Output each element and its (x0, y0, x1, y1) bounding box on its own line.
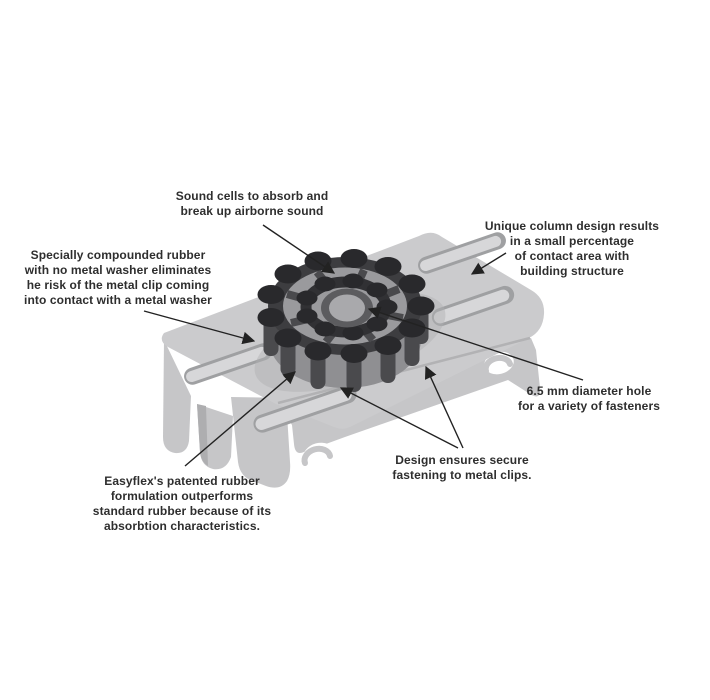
label-sound-cells: Sound cells to absorb and break up airbo… (176, 189, 329, 219)
label-fastener-hole: 6.5 mm diameter hole for a variety of fa… (518, 384, 660, 414)
leader-arrows (143, 224, 584, 467)
label-line: Easyflex's patented rubber (104, 474, 260, 488)
arrow-secure-fastening-right (424, 365, 464, 449)
label-line: with no metal washer eliminates (24, 263, 212, 277)
mounting-slot (431, 285, 515, 327)
mounting-slot (418, 232, 506, 274)
fastener-hole (321, 288, 373, 328)
inner-sound-cell-knobs (296, 273, 398, 341)
label-line: Sound cells to absorb and (175, 189, 329, 203)
label-line: for a variety of fasteners (518, 399, 660, 413)
label-rubber-compound: Specially compounded rubber with no meta… (24, 248, 212, 308)
label-line: fastening to metal clips. (392, 468, 532, 482)
label-line: absorbtion characteristics. (103, 519, 261, 533)
label-line: Unique column design results (484, 219, 660, 233)
arrow-sound-cells (262, 224, 336, 274)
label-line: Specially compounded rubber (30, 248, 206, 262)
clip-hook-left (301, 442, 335, 468)
label-line: Design ensures secure (395, 453, 529, 467)
arrow-rubber-compound (143, 310, 256, 345)
rubber-mount (257, 249, 435, 392)
outer-column-knobs (257, 249, 435, 363)
label-line: into contact with a metal washer (24, 293, 212, 307)
arrow-secure-fastening-left (339, 387, 459, 449)
clip-left-leg (163, 340, 191, 454)
label-line: of contact area with (514, 249, 630, 263)
mounting-slot (184, 343, 272, 385)
label-rubber-formulation: Easyflex's patented rubber formulation o… (93, 474, 271, 534)
arrow-column-design (470, 252, 507, 275)
label-line: in a small percentage (509, 234, 635, 248)
mounting-slot (253, 385, 357, 433)
clip-middle-leg-shade (197, 404, 208, 466)
arrow-fastener-hole (367, 306, 584, 381)
clip-hook-right (482, 351, 514, 375)
label-line: building structure (520, 264, 624, 278)
label-line: he risk of the metal clip coming (26, 278, 210, 292)
label-column-design: Unique column design results in a small … (485, 219, 659, 279)
label-line: formulation outperforms (110, 489, 254, 503)
arrow-rubber-formulation (184, 371, 296, 467)
label-secure-fastening: Design ensures secure fastening to metal… (392, 453, 531, 483)
label-line: break up airborne sound (180, 204, 324, 218)
label-line: 6.5 mm diameter hole (526, 384, 652, 398)
label-line: standard rubber because of its (92, 504, 272, 518)
